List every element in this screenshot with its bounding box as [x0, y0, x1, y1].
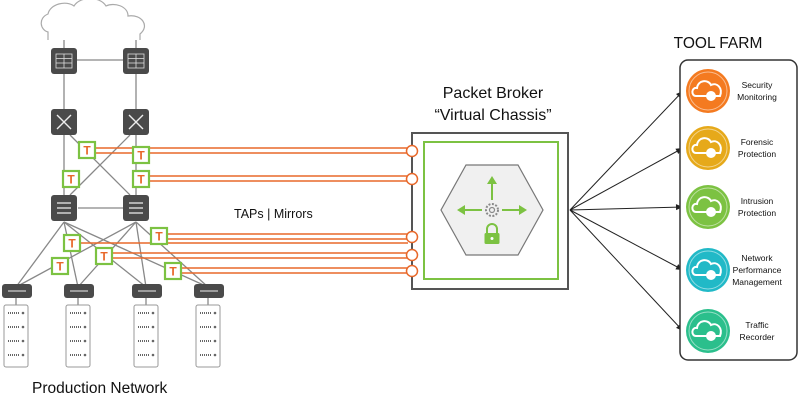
- tool-label: Protection: [738, 149, 777, 159]
- broker-hexagon: [440, 164, 544, 256]
- tool-label: Network: [741, 253, 773, 263]
- packet-broker-title: Packet Broker: [443, 85, 544, 102]
- packet-broker-inner-frame: [423, 141, 559, 280]
- taps-mirrors-label: TAPs | Mirrors: [234, 207, 313, 221]
- tool-label: Monitoring: [737, 92, 777, 102]
- magnifier-cloud-icon: [686, 126, 730, 170]
- tap-marker: T: [163, 261, 183, 281]
- packet-broker-subtitle: “Virtual Chassis”: [434, 107, 551, 124]
- tap-label: T: [137, 173, 145, 187]
- tap-label: T: [137, 149, 145, 163]
- tap-marker: T: [62, 233, 82, 253]
- lock-icon: [484, 223, 500, 244]
- tool-farm-title: TOOL FARM: [674, 35, 763, 52]
- tap-label: T: [169, 265, 177, 279]
- access-switch-1: [2, 284, 32, 298]
- access-switch-4: [194, 284, 224, 298]
- tool-label: Management: [732, 277, 782, 287]
- tool-list: SecurityMonitoringForensicProtectionIntr…: [686, 69, 782, 353]
- tool-label: Security: [742, 80, 773, 90]
- firewall-right: [123, 48, 149, 74]
- tap-label: T: [83, 144, 91, 158]
- switch-right: [123, 195, 149, 221]
- tap-marker: T: [94, 246, 114, 266]
- router-left: [51, 109, 77, 135]
- link-cloud-icon: [686, 185, 730, 229]
- tap-marker: T: [131, 145, 151, 165]
- tool-label: Protection: [738, 208, 777, 218]
- tool-label: Recorder: [740, 332, 775, 342]
- tool-label: Performance: [733, 265, 782, 275]
- play-cloud-icon: [686, 309, 730, 353]
- access-switch-3: [132, 284, 162, 298]
- internet-cloud: [40, 0, 145, 40]
- arrow: [569, 90, 684, 211]
- tap-links: [80, 147, 408, 274]
- tap-marker: T: [50, 256, 70, 276]
- tool-label: Traffic: [745, 320, 769, 330]
- server-rack: [133, 304, 159, 368]
- server-rack: [65, 304, 91, 368]
- gear-icon: [485, 203, 499, 217]
- server-rack: [3, 304, 29, 368]
- broker-arrows-icon: [457, 176, 527, 215]
- tap-label: T: [67, 173, 75, 187]
- servers: [3, 304, 221, 368]
- tool-label: Intrusion: [741, 196, 774, 206]
- lock-cloud-icon: [686, 69, 730, 113]
- arrow: [569, 209, 684, 332]
- tap-label: T: [100, 250, 108, 264]
- arrow: [569, 209, 684, 271]
- tap-label: T: [155, 230, 163, 244]
- server-rack: [195, 304, 221, 368]
- arrow: [569, 204, 684, 211]
- router-right: [123, 109, 149, 135]
- tool-label: Forensic: [741, 137, 774, 147]
- tap-marker: T: [77, 140, 97, 160]
- chassis-ports: [405, 144, 419, 278]
- broker-to-tool-arrows: [569, 90, 684, 332]
- gauge-cloud-icon: [686, 248, 730, 292]
- tap-marker: T: [61, 169, 81, 189]
- firewall-left: [51, 48, 77, 74]
- access-switch-2: [64, 284, 94, 298]
- tap-label: T: [68, 237, 76, 251]
- arrow: [569, 147, 684, 211]
- production-network-label: Production Network: [32, 380, 168, 397]
- tap-marker: T: [149, 226, 169, 246]
- switch-left: [51, 195, 77, 221]
- tap-marker: T: [131, 169, 151, 189]
- tap-label: T: [56, 260, 64, 274]
